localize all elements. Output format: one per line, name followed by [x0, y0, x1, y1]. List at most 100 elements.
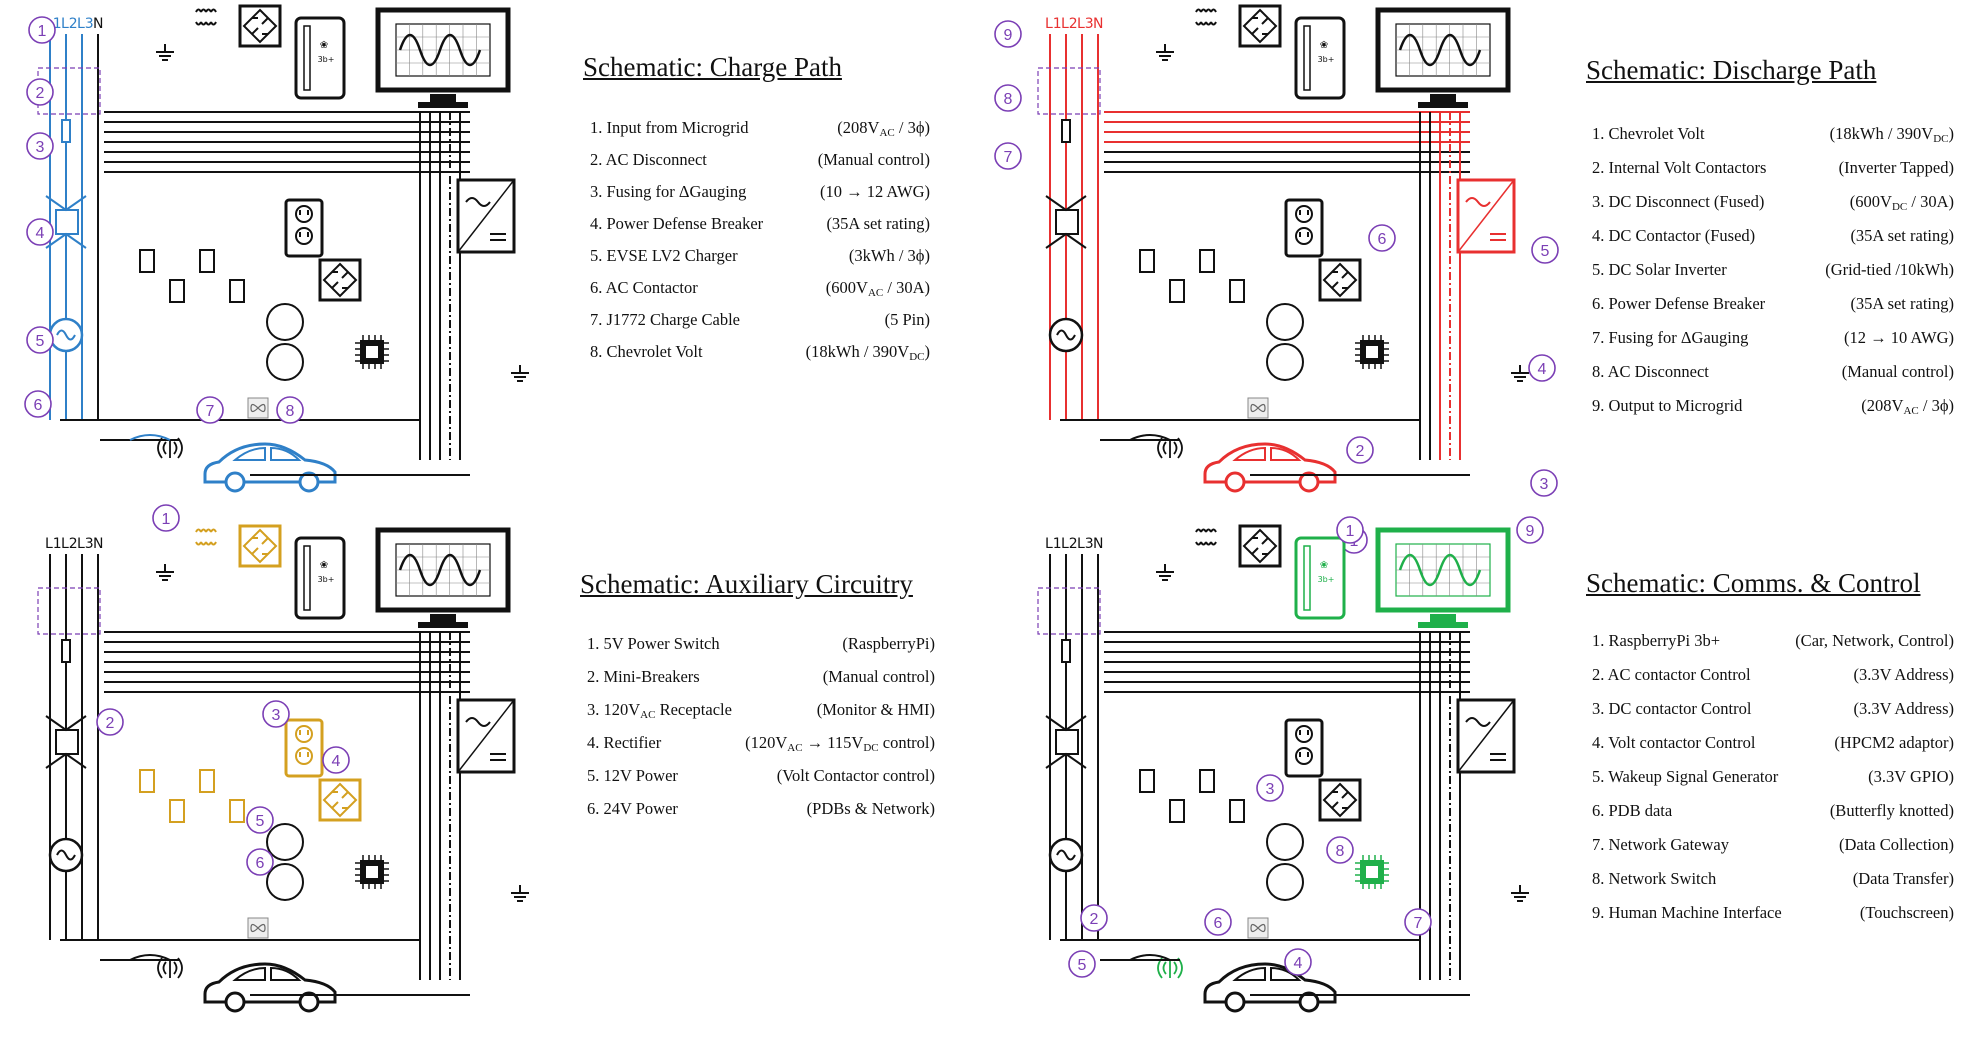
legend-item-label: 3. 120VAC Receptacle [587, 700, 732, 721]
legend-item-value: (Monitor & HMI) [816, 700, 935, 719]
line-label: L2 [61, 16, 78, 32]
line-label: L3 [1077, 536, 1094, 552]
legend-item-value: (208VAC / 3ϕ) [837, 118, 930, 139]
ground-icon [1511, 365, 1529, 382]
ac-source-icon [48, 317, 84, 353]
line-label: L3 [77, 16, 94, 32]
ground-icon [1511, 885, 1529, 902]
receptacle-icon [1284, 198, 1324, 258]
bottom-wire [60, 419, 470, 476]
callout-number: 5 [36, 333, 45, 350]
legend-item-label: 7. Fusing for ΔGauging [1592, 328, 1749, 347]
callout-marker: 9 [994, 20, 1022, 48]
legend-item: 8. AC Disconnect(Manual control) [1592, 362, 1954, 384]
rectifier-icon [1238, 524, 1282, 568]
legend-item-value: (12 → 10 AWG) [1843, 328, 1954, 347]
legend-item: 5. Wakeup Signal Generator(3.3V GPIO) [1592, 767, 1954, 789]
legend-item-value: (5 Pin) [884, 310, 930, 329]
antenna-icon [157, 437, 183, 459]
legend-item-value: (PDBs & Network) [806, 799, 935, 818]
legend-item-value: (Manual control) [1841, 362, 1954, 381]
legend-item-value: (Grid-tied /10kWh) [1825, 260, 1954, 279]
legend-item-label: 4. Rectifier [587, 733, 662, 752]
callout-marker: 7 [1404, 908, 1432, 936]
raspberry-pi-icon: ❀3b+ [1294, 16, 1346, 100]
svg-text:3b+: 3b+ [318, 575, 335, 584]
callout-number: 8 [1004, 91, 1013, 108]
charge-cable [1129, 434, 1171, 441]
panel-title: Schematic: Discharge Path [1586, 55, 1877, 85]
charge-cable [1129, 954, 1171, 961]
legend-item: 6. AC Contactor (600VAC / 30A) [590, 278, 930, 300]
legend-item: 4. Volt contactor Control(HPCM2 adaptor) [1592, 733, 1954, 755]
callout-marker: 7 [196, 396, 224, 424]
callout-marker: 4 [1528, 354, 1556, 382]
mini-breaker [1229, 799, 1245, 823]
callout-number: 2 [36, 85, 45, 102]
legend-item: 4. Power Defense Breaker(35A set rating) [590, 214, 930, 236]
legend-item-value: (3kWh / 3ϕ) [848, 246, 930, 265]
legend-item-label: 1. Chevrolet Volt [1592, 124, 1705, 143]
mini-breaker [229, 799, 245, 823]
legend-item-label: 5. DC Solar Inverter [1592, 260, 1727, 279]
legend-item-value: (120VAC → 115VDC control) [745, 733, 935, 754]
car-icon [1203, 962, 1337, 1013]
callout-number: 3 [1266, 781, 1275, 798]
callout-marker: 6 [1368, 224, 1396, 252]
legend-item: 9. Human Machine Interface(Touchscreen) [1592, 903, 1954, 925]
power-supply [266, 823, 304, 861]
power-supply [1266, 823, 1304, 861]
line-label: L1 [45, 536, 62, 552]
legend-item: 9. Output to Microgrid(208VAC / 3ϕ) [1592, 396, 1954, 418]
legend-item: 3. DC contactor Control(3.3V Address) [1592, 699, 1954, 721]
callout-marker: 5 [26, 326, 54, 354]
receptacle-icon [1284, 718, 1324, 778]
legend-item-value: (Butterfly knotted) [1829, 801, 1954, 820]
legend-item-label: 5. EVSE LV2 Charger [590, 246, 738, 265]
callout-number: 7 [206, 403, 215, 420]
callout-marker: 6 [246, 848, 274, 876]
bottom-wire [1060, 939, 1470, 996]
callout-number: 6 [1378, 231, 1387, 248]
svg-text:3b+: 3b+ [1318, 55, 1335, 64]
monitor-icon [1375, 7, 1511, 108]
callout-marker: 4 [322, 746, 350, 774]
legend-item-label: 3. Fusing for ΔGauging [590, 182, 747, 201]
legend-item-label: 9. Human Machine Interface [1592, 903, 1782, 922]
legend-item-value: (600VAC / 30A) [825, 278, 930, 299]
callout-number: 6 [256, 855, 265, 872]
monitor-icon [375, 7, 511, 108]
legend-item-value: (HPCM2 adaptor) [1834, 733, 1954, 752]
rectifier-icon [1318, 778, 1362, 822]
disconnect-box [1037, 587, 1101, 635]
legend-item: 4. DC Contactor (Fused)(35A set rating) [1592, 226, 1954, 248]
power-supply [266, 863, 304, 901]
ground-icon [511, 365, 529, 382]
svg-text:❀: ❀ [320, 560, 328, 571]
line-label: N [1093, 536, 1103, 552]
line-label: N [93, 536, 103, 552]
rectifier-icon [238, 4, 282, 48]
inverter-icon [1456, 698, 1516, 774]
legend-item-label: 3. DC Disconnect (Fused) [1592, 192, 1765, 211]
legend-item-label: 8. Chevrolet Volt [590, 342, 703, 361]
fuse-icon [1061, 119, 1071, 143]
mini-breaker [1139, 769, 1155, 793]
svg-text:❀: ❀ [320, 40, 328, 51]
legend-item: 5. DC Solar Inverter (Grid-tied /10kWh) [1592, 260, 1954, 282]
legend-item: 8. Chevrolet Volt(18kWh / 390VDC) [590, 342, 930, 364]
legend-item: 1. Input from Microgrid(208VAC / 3ϕ) [590, 118, 930, 140]
breaker-chevrons [45, 715, 87, 769]
callout-number: 3 [272, 707, 281, 724]
legend-item-value: (3.3V Address) [1853, 665, 1954, 684]
legend-item-label: 6. AC Contactor [590, 278, 698, 297]
callout-number: 2 [106, 715, 115, 732]
callout-marker: 8 [1326, 836, 1354, 864]
butterfly-icon [247, 917, 269, 939]
legend-item-label: 2. AC Disconnect [590, 150, 707, 169]
legend-item-value: (Data Transfer) [1852, 869, 1954, 888]
callout-marker: 5 [246, 806, 274, 834]
callout-number: 4 [332, 753, 341, 770]
callout-number: 2 [1356, 443, 1365, 460]
car-icon [203, 962, 337, 1013]
